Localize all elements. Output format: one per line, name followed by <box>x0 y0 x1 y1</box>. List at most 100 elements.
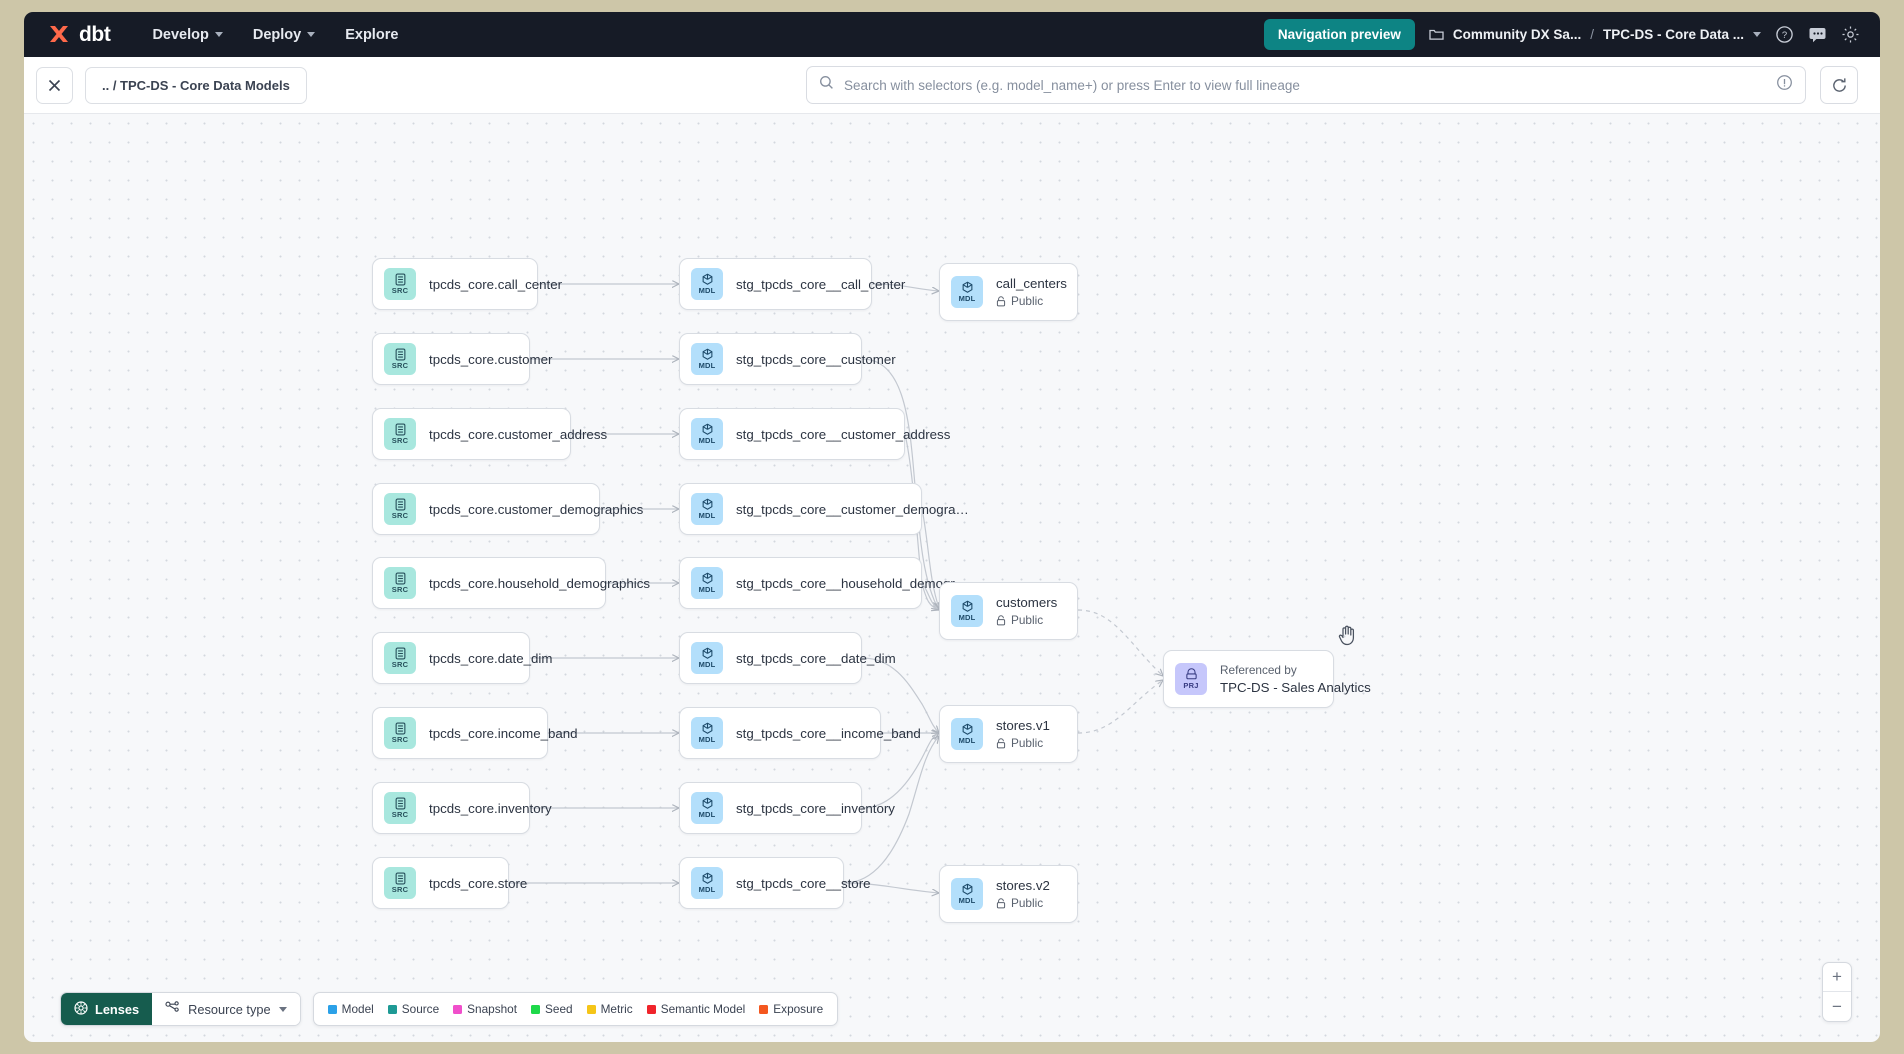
graph-node-model[interactable]: MDL stg_tpcds_core__inventory <box>679 782 895 834</box>
prj-badge-icon: PRJ <box>1175 663 1207 695</box>
help-circle-icon[interactable]: ? <box>1775 25 1794 44</box>
graph-node-source[interactable]: SRC tpcds_core.household_demographics <box>372 557 650 609</box>
node-label: stg_tpcds_core__store <box>736 875 871 891</box>
node-text-stack: customers Public <box>996 595 1057 627</box>
zoom-out-button[interactable]: − <box>1832 996 1842 1016</box>
lenses-group: Lenses Resource type <box>60 992 301 1026</box>
node-access-label: Public <box>1011 294 1044 308</box>
search-container[interactable] <box>806 66 1806 104</box>
graph-node-model[interactable]: MDL stg_tpcds_core__customer_address <box>679 408 950 460</box>
node-label: stg_tpcds_core__customer_demogra… <box>736 501 969 517</box>
legend-label: Snapshot <box>467 1002 518 1016</box>
graph-node-model[interactable]: MDL stg_tpcds_core__store <box>679 857 871 909</box>
nav-item-explore-label: Explore <box>345 26 399 43</box>
legend-label: Model <box>341 1002 374 1016</box>
brand-text: dbt <box>79 22 111 46</box>
graph-node-model[interactable]: MDL stg_tpcds_core__household_demogr… <box>679 557 968 609</box>
lineage-breadcrumb-button[interactable]: .. / TPC-DS - Core Data Models <box>85 66 307 104</box>
graph-node-source[interactable]: SRC tpcds_core.customer_address <box>372 408 607 460</box>
badge-label: SRC <box>391 660 409 670</box>
node-access-badge: Public <box>996 736 1050 750</box>
node-label: customers <box>996 595 1058 610</box>
nav-item-deploy[interactable]: Deploy <box>253 27 316 43</box>
lineage-canvas[interactable]: SRC tpcds_core.call_center SRC tpcds_cor… <box>24 114 1880 1042</box>
mdl-badge-icon: MDL <box>691 343 723 375</box>
folder-icon <box>1429 28 1444 41</box>
legend-item-model: Model <box>327 1002 374 1016</box>
brand[interactable]: dbt <box>46 22 111 48</box>
badge-label: MDL <box>698 735 716 745</box>
graph-node-source[interactable]: SRC tpcds_core.store <box>372 857 527 909</box>
node-text-stack: stores.v2 Public <box>996 878 1050 910</box>
lock-icon <box>996 295 1006 306</box>
navigation-preview-button[interactable]: Navigation preview <box>1263 19 1415 50</box>
node-label: stg_tpcds_core__customer <box>736 351 896 367</box>
legend-item-snapshot: Snapshot <box>453 1002 517 1016</box>
legend-swatch <box>327 1004 337 1014</box>
graph-node-source[interactable]: SRC tpcds_core.date_dim <box>372 632 552 684</box>
graph-node-source[interactable]: SRC tpcds_core.inventory <box>372 782 552 834</box>
search-icon <box>819 75 834 95</box>
node-label: tpcds_core.household_demographics <box>429 575 651 591</box>
graph-node-source[interactable]: SRC tpcds_core.customer_demographics <box>372 483 643 535</box>
graph-node-model[interactable]: MDL stg_tpcds_core__income_band <box>679 707 921 759</box>
refresh-button[interactable] <box>1820 66 1858 104</box>
nav-item-explore[interactable]: Explore <box>345 27 398 43</box>
badge-label: MDL <box>958 736 976 746</box>
graph-node-public-model[interactable]: MDL stores.v1 Public <box>939 705 1078 763</box>
info-circle-icon[interactable] <box>1776 74 1793 96</box>
mdl-badge-icon: MDL <box>691 567 723 599</box>
resource-type-dropdown[interactable]: Resource type <box>152 993 300 1025</box>
feedback-icon[interactable] <box>1808 26 1827 43</box>
badge-label: MDL <box>958 613 976 623</box>
lens-icon <box>74 1000 88 1018</box>
svg-text:?: ? <box>1782 30 1787 41</box>
graph-node-model[interactable]: MDL stg_tpcds_core__customer <box>679 333 896 385</box>
graph-node-model[interactable]: MDL stg_tpcds_core__customer_demogra… <box>679 483 969 535</box>
graph-node-public-model[interactable]: MDL customers Public <box>939 582 1078 640</box>
chevron-down-icon <box>278 1006 287 1012</box>
close-button[interactable] <box>36 66 73 104</box>
node-label: stg_tpcds_core__call_center <box>736 276 906 292</box>
graph-node-model[interactable]: MDL stg_tpcds_core__call_center <box>679 258 905 310</box>
graph-node-source[interactable]: SRC tpcds_core.call_center <box>372 258 562 310</box>
badge-label: MDL <box>958 896 976 906</box>
graph-node-project-reference[interactable]: PRJ Referenced by TPC-DS - Sales Analyti… <box>1163 650 1371 708</box>
chevron-down-icon[interactable] <box>1753 32 1761 37</box>
graph-node-public-model[interactable]: MDL stores.v2 Public <box>939 865 1078 923</box>
graph-node-model[interactable]: MDL stg_tpcds_core__date_dim <box>679 632 896 684</box>
resource-type-icon <box>165 1000 180 1018</box>
src-badge-icon: SRC <box>384 642 416 674</box>
legend-swatch <box>453 1004 463 1014</box>
lenses-label: Lenses <box>95 1001 140 1017</box>
legend-label: Semantic Model <box>660 1002 746 1016</box>
legend-swatch <box>531 1004 541 1014</box>
node-label: stg_tpcds_core__customer_address <box>736 426 951 442</box>
badge-label: SRC <box>391 511 409 521</box>
node-label: stg_tpcds_core__household_demogr… <box>736 575 969 591</box>
badge-label: MDL <box>698 885 716 895</box>
node-label: tpcds_core.customer_address <box>429 426 608 442</box>
search-input[interactable] <box>844 77 1766 93</box>
node-label: TPC-DS - Sales Analytics <box>1220 680 1371 695</box>
zoom-in-button[interactable]: + <box>1823 963 1851 992</box>
badge-label: PRJ <box>1183 681 1199 691</box>
mdl-badge-icon: MDL <box>691 268 723 300</box>
gear-icon[interactable] <box>1841 25 1860 44</box>
graph-node-public-model[interactable]: MDL call_centers Public <box>939 263 1078 321</box>
lenses-button[interactable]: Lenses <box>61 993 153 1025</box>
lock-icon <box>996 614 1006 625</box>
dbt-x-logo-icon <box>46 22 72 48</box>
breadcrumb-account[interactable]: Community DX Sa... <box>1452 27 1582 42</box>
node-label: stores.v2 <box>996 878 1050 893</box>
nav-item-develop[interactable]: Develop <box>152 27 223 43</box>
close-icon <box>48 79 61 91</box>
badge-label: MDL <box>698 585 716 595</box>
badge-label: MDL <box>698 810 716 820</box>
mdl-badge-icon: MDL <box>691 717 723 749</box>
legend-item-metric: Metric <box>586 1002 633 1016</box>
graph-node-source[interactable]: SRC tpcds_core.customer <box>372 333 552 385</box>
graph-node-source[interactable]: SRC tpcds_core.income_band <box>372 707 578 759</box>
breadcrumb-project[interactable]: TPC-DS - Core Data ... <box>1602 27 1744 42</box>
